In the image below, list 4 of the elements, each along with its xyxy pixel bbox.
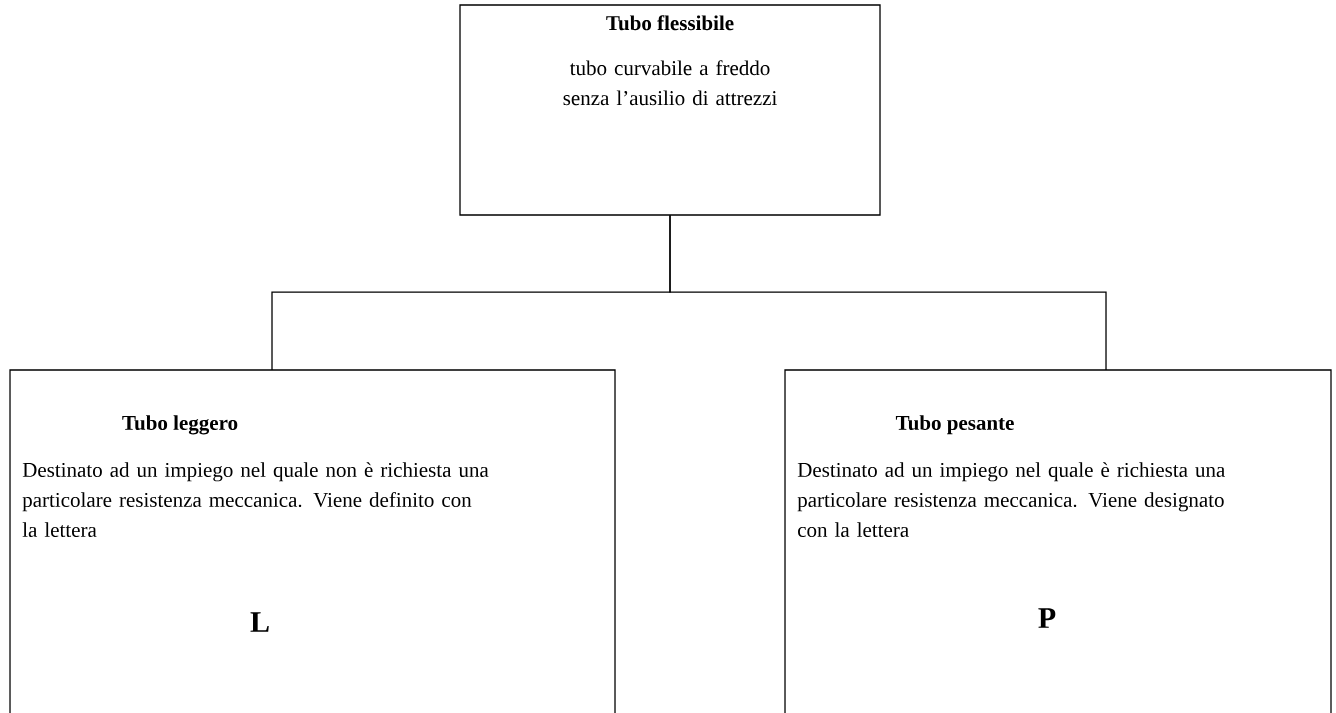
tree-box: Tubo flessibile tubo curvabile a freddo senza l’ausilio di attrezzi	[459, 4, 881, 216]
connector-line	[669, 214, 1107, 371]
open-box: Tubo pesante Destinato ad un impiego nel quale è richiesta una particolare resistenza meccanica. Viene designato con la lettera P	[784, 369, 1332, 713]
open-box: Tubo leggero Destinato ad un impiego nel quale non è richiesta una particolare resistenza meccanica. Viene definito con la lettera L	[9, 369, 616, 713]
